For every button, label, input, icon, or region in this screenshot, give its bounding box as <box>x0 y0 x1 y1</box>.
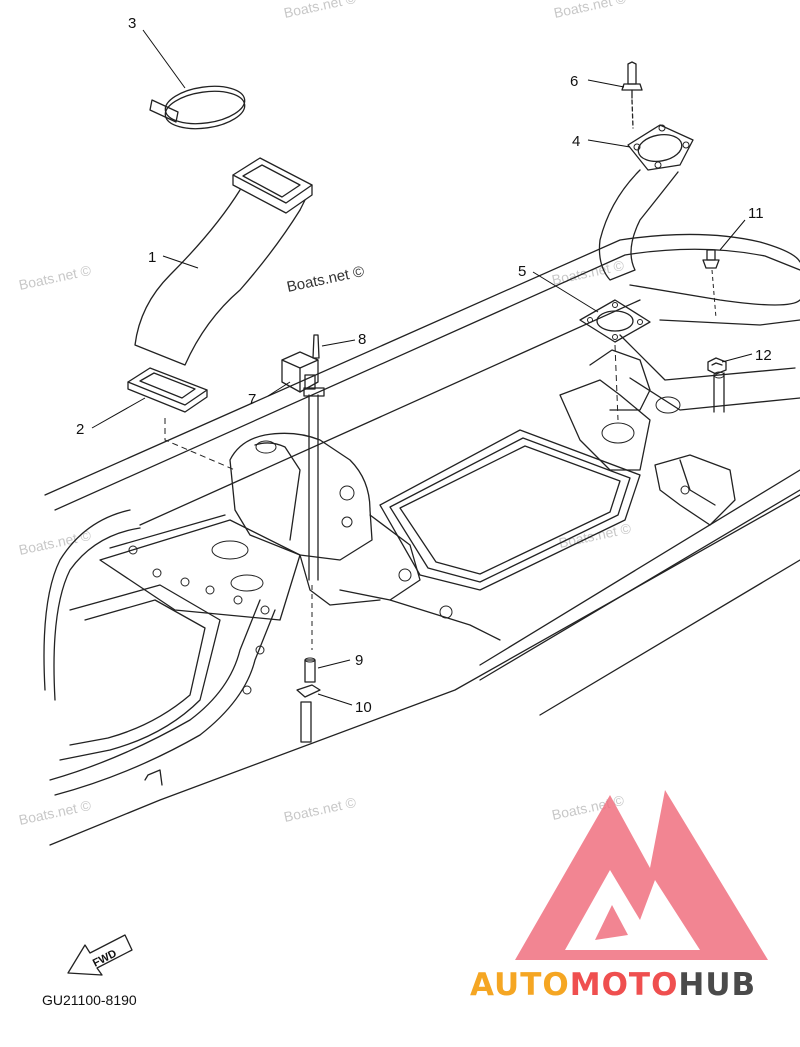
brand-wordmark: AUTOMOTOHUB <box>470 967 756 1003</box>
watermarks: Boats.net © Boats.net © Boats.net © Boat… <box>17 0 633 828</box>
part-2-gasket <box>127 367 236 471</box>
part-6-bolt <box>621 61 643 129</box>
part-11-bolt <box>702 249 720 319</box>
watermark-text: Boats.net © <box>282 0 358 21</box>
part-7-bracket <box>281 351 319 393</box>
automotohub-logo-icon <box>515 790 768 960</box>
part-3-band <box>149 85 246 130</box>
brand-hub: HUB <box>678 967 756 1003</box>
callout-10: 10 <box>355 699 372 716</box>
callout-8: 8 <box>358 331 366 348</box>
leader-lines <box>91 29 753 706</box>
watermark-text: Boats.net © <box>17 527 93 558</box>
fwd-arrow-icon: FWD <box>67 934 133 976</box>
callout-2: 2 <box>76 421 84 438</box>
part-10-clip <box>296 684 321 743</box>
callout-3: 3 <box>128 15 136 32</box>
watermark-text-dark: Boats.net © <box>285 263 365 296</box>
brand-moto: MOTO <box>570 967 679 1003</box>
part-5-gasket <box>579 299 651 421</box>
part-12-nut <box>707 357 727 375</box>
watermark-text: Boats.net © <box>282 794 358 825</box>
part-8-rod <box>303 334 325 650</box>
brand-auto: AUTO <box>470 967 570 1003</box>
watermark-text: Boats.net © <box>552 0 628 21</box>
callout-4: 4 <box>572 133 580 150</box>
hull-frame <box>43 233 800 846</box>
watermark-text: Boats.net © <box>17 262 93 293</box>
callout-5: 5 <box>518 263 526 280</box>
callout-1: 1 <box>148 249 156 266</box>
part-4-duct <box>598 124 694 281</box>
part-1-duct <box>134 157 313 366</box>
callout-9: 9 <box>355 652 363 669</box>
callout-6: 6 <box>570 73 578 90</box>
part-9-hose <box>304 657 316 683</box>
callout-7: 7 <box>248 391 256 408</box>
watermark-text: Boats.net © <box>17 797 93 828</box>
callout-11: 11 <box>748 205 764 222</box>
diagram-code: GU21100-8190 <box>42 992 137 1008</box>
watermark-text: Boats.net © <box>557 520 633 551</box>
callout-12: 12 <box>755 347 772 364</box>
callout-labels: 3 1 2 6 4 11 5 8 12 7 9 10 <box>76 15 772 716</box>
